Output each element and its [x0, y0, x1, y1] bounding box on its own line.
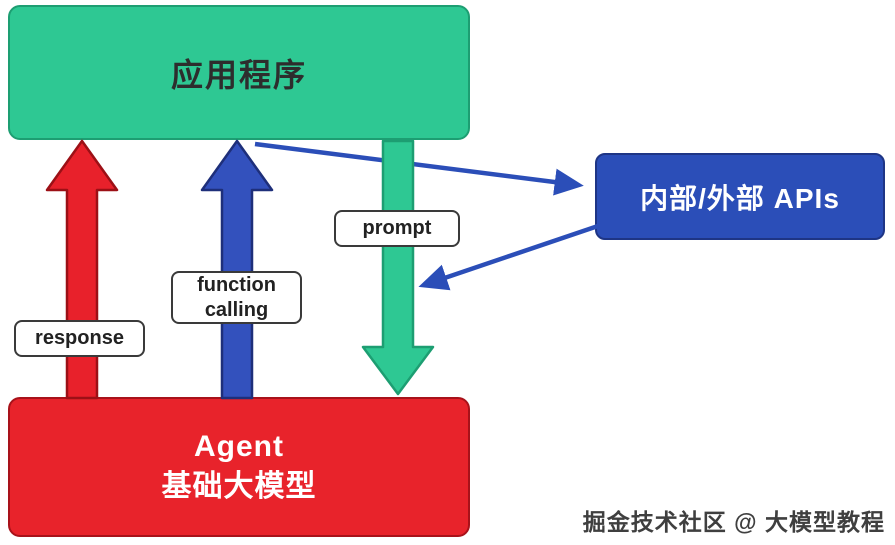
function-calling-arrow	[200, 139, 274, 400]
function-calling-label: function calling	[171, 271, 302, 324]
api-box-label: 内部/外部 APIs	[640, 182, 840, 214]
application-box: 应用程序	[8, 5, 470, 140]
watermark-text: 掘金技术社区 @ 大模型教程	[582, 509, 885, 535]
watermark: 掘金技术社区 @ 大模型教程	[583, 503, 885, 537]
response-label-text: response	[35, 327, 124, 349]
api-box: 内部/外部 APIs	[595, 153, 885, 240]
response-label: response	[14, 320, 145, 357]
application-box-label: 应用程序	[170, 56, 307, 93]
response-arrow	[45, 139, 119, 400]
prompt-arrow	[361, 139, 435, 396]
prompt-label: prompt	[334, 210, 460, 247]
agent-box-line2: 基础大模型	[161, 470, 317, 503]
app-to-api-arrow	[254, 141, 584, 196]
function-calling-label-text: function calling	[197, 273, 276, 321]
agent-model-box: Agent 基础大模型	[8, 397, 470, 537]
prompt-label-text: prompt	[362, 217, 432, 239]
agent-box-line1: Agent	[194, 429, 284, 463]
